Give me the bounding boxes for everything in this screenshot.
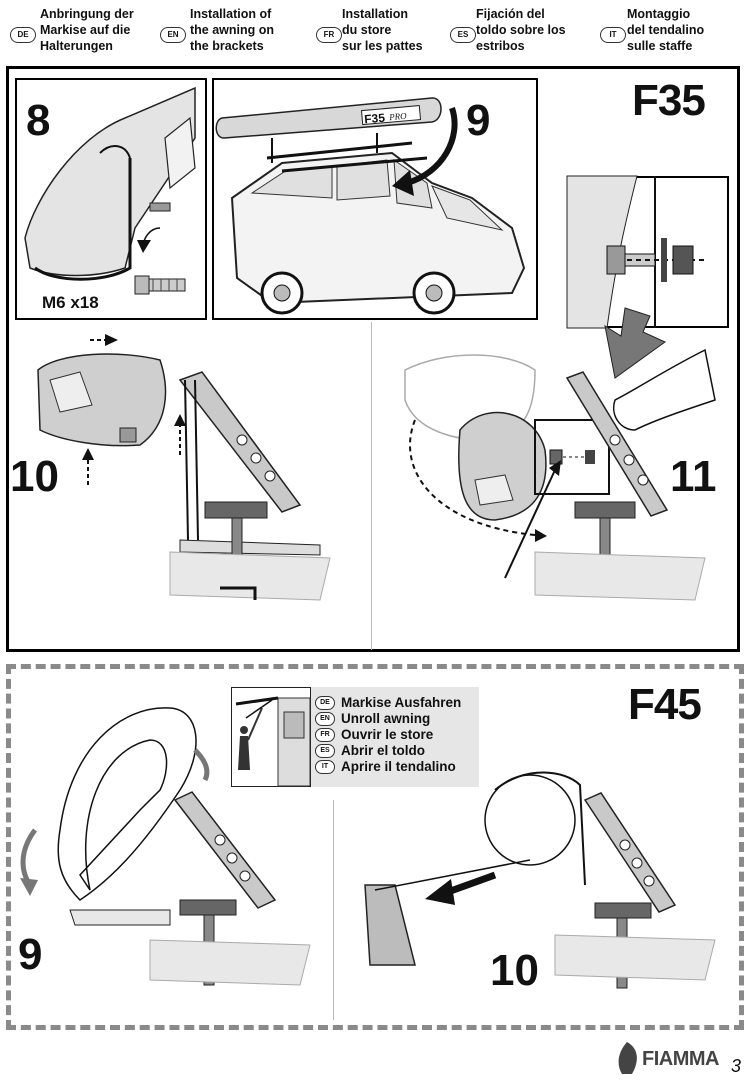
header-de-line: Anbringung der xyxy=(40,7,134,21)
header-es-line: estribos xyxy=(476,39,525,53)
header-fr: Installation du store sur les pattes xyxy=(342,6,482,54)
f35-divider xyxy=(371,322,372,650)
lang-badge-en: EN xyxy=(160,27,186,43)
step9-van-illustration: F35 PRO xyxy=(215,97,526,315)
person-unrolling-icon xyxy=(235,696,311,787)
header-fr-line: Installation xyxy=(342,7,408,21)
header-es-line: Fijación del xyxy=(476,7,545,21)
legend-text-en: Unroll awning xyxy=(341,711,431,726)
step8-awning-illustration xyxy=(24,86,196,295)
f35-section xyxy=(6,66,740,652)
step11-number: 11 xyxy=(670,452,717,501)
f35-awning-badge: F35 xyxy=(364,111,386,127)
step10-bracket-illustration xyxy=(37,334,331,601)
header-es-line: toldo sobre los xyxy=(476,23,566,37)
down-arrow-icon xyxy=(604,307,666,379)
header-en-line: the awning on xyxy=(190,23,275,37)
f45-title: F45 xyxy=(628,680,702,729)
lang-badge-fr: FR xyxy=(316,27,342,43)
fiamma-logo: FIAMMA xyxy=(612,1040,722,1076)
step10-number: 10 xyxy=(10,452,59,501)
header-en-line: Installation of xyxy=(190,7,272,21)
legend-badge-fr: FR xyxy=(315,728,335,743)
header-it-line: del tendalino xyxy=(627,23,705,37)
legend-badge-en: EN xyxy=(315,712,335,727)
header-de: Anbringung der Markise auf die Halterung… xyxy=(40,6,180,54)
f45-section xyxy=(6,664,744,1030)
f45-step9-illustration xyxy=(20,707,311,986)
lang-badge-es: ES xyxy=(450,27,476,43)
legend-row-de: DE Markise Ausfahren xyxy=(315,695,461,711)
f45-step10-number: 10 xyxy=(490,946,539,995)
header-it: Montaggio del tendalino sulle staffe xyxy=(627,6,749,54)
header-de-line: Markise auf die xyxy=(40,23,131,37)
legend-badge-de: DE xyxy=(315,696,335,711)
lang-badge-it: IT xyxy=(600,27,626,43)
legend-text-fr: Ouvrir le store xyxy=(341,727,434,742)
step8-number: 8 xyxy=(26,96,51,145)
header-fr-line: sur les pattes xyxy=(342,39,423,53)
header-it-line: sulle staffe xyxy=(627,39,693,53)
legend-row-fr: FR Ouvrir le store xyxy=(315,727,433,743)
legend-text-de: Markise Ausfahren xyxy=(341,695,462,710)
bolt-size-label: M6 x18 xyxy=(42,293,99,312)
header-de-line: Halterungen xyxy=(40,39,113,53)
legend-text-es: Abrir el toldo xyxy=(341,743,425,758)
f35-awning-badge-pro: PRO xyxy=(388,111,408,123)
language-header: DE Anbringung der Markise auf die Halter… xyxy=(0,0,749,62)
header-it-line: Montaggio xyxy=(627,7,691,21)
header-en: Installation of the awning on the bracke… xyxy=(190,6,330,54)
step11-fixing-illustration xyxy=(404,348,716,601)
legend-row-en: EN Unroll awning xyxy=(315,711,430,727)
unroll-thumbnail xyxy=(231,687,311,787)
step9-number: 9 xyxy=(466,96,491,145)
fiamma-flame-icon xyxy=(618,1042,637,1074)
legend-badge-it: IT xyxy=(315,760,335,775)
f35-title: F35 xyxy=(632,76,706,125)
legend-text-it: Aprire il tendalino xyxy=(341,759,456,774)
f45-step9-number: 9 xyxy=(18,930,43,979)
unroll-instructions: DE Markise Ausfahren EN Unroll awning FR Ou… xyxy=(231,687,479,787)
legend-row-es: ES Abrir el toldo xyxy=(315,743,425,759)
bolt-detail-illustration xyxy=(566,175,707,329)
legend-row-it: IT Aprire il tendalino xyxy=(315,759,456,775)
header-en-line: the brackets xyxy=(190,39,264,53)
header-es: Fijación del toldo sobre los estribos xyxy=(476,6,616,54)
fiamma-brand-text: FIAMMA xyxy=(642,1048,719,1070)
header-fr-line: du store xyxy=(342,23,392,37)
f45-divider xyxy=(333,800,334,1020)
legend-badge-es: ES xyxy=(315,744,335,759)
page-number: 3 xyxy=(731,1056,742,1076)
lang-badge-de: DE xyxy=(10,27,36,43)
f45-step10-illustration xyxy=(364,771,716,989)
